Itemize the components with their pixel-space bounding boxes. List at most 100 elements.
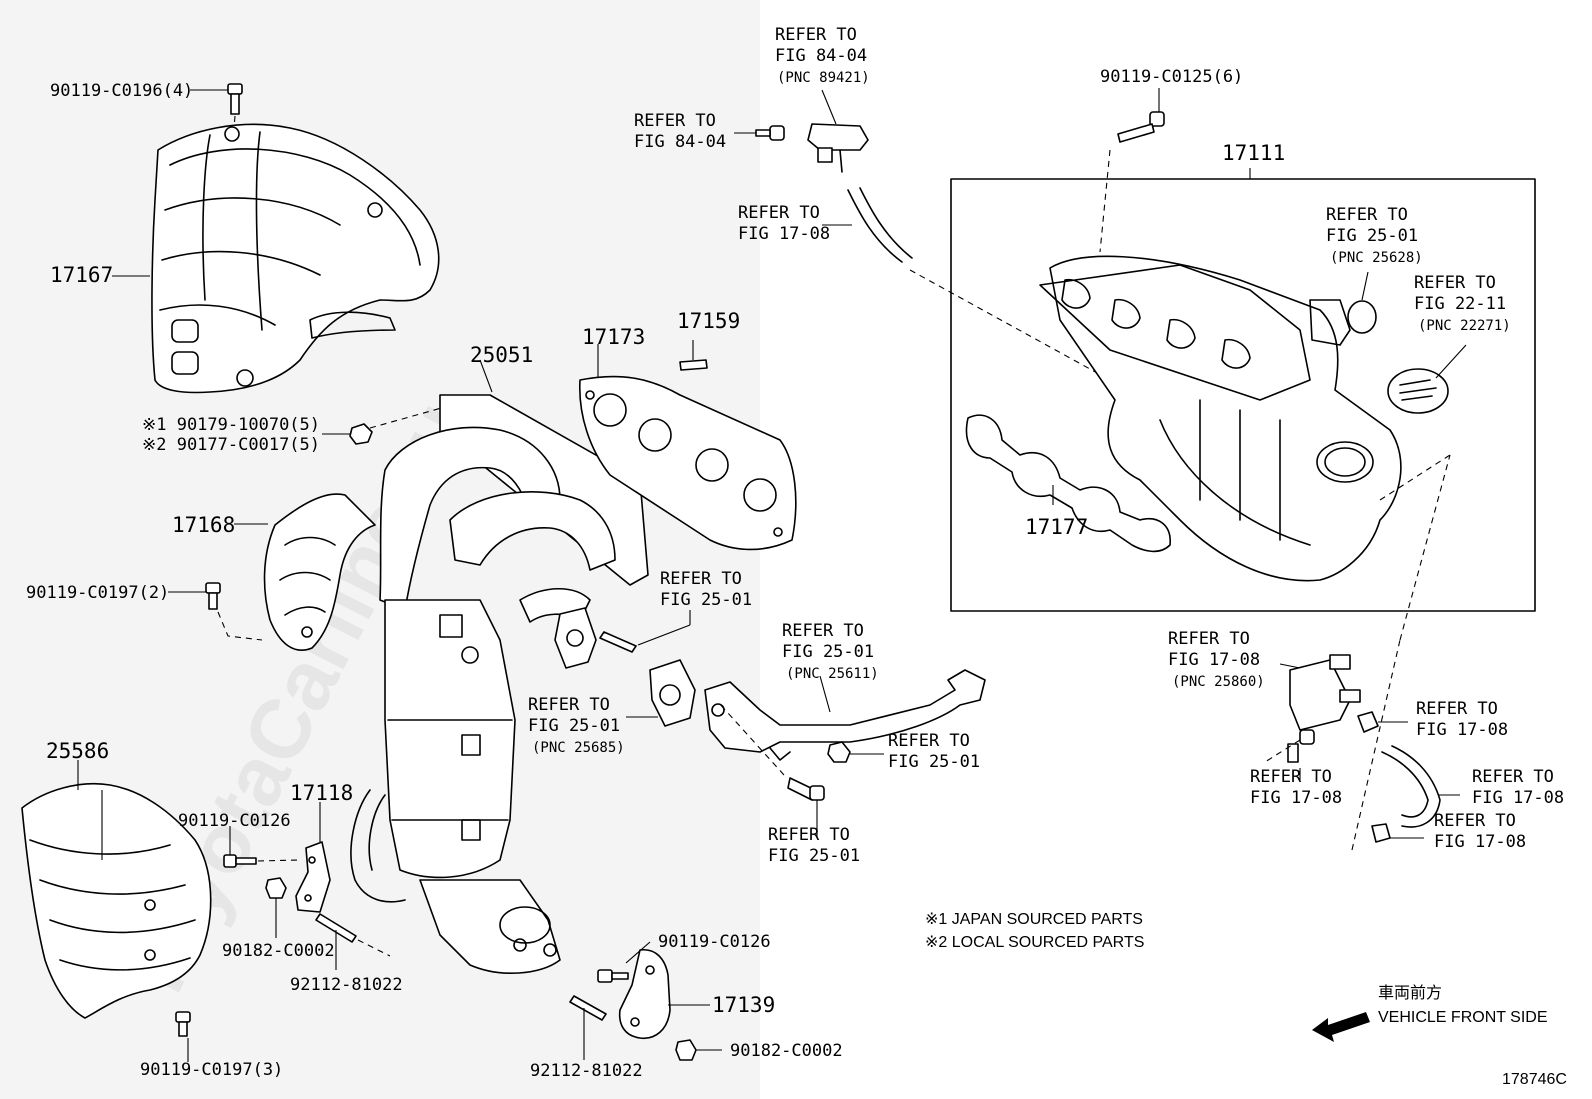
label-25586: 25586 [46, 739, 109, 763]
stud-ref-25-01[interactable] [599, 610, 691, 653]
label-90119-C0196: 90119-C0196(4) [50, 81, 193, 101]
nut-90179-10070[interactable] [322, 399, 471, 445]
ref-17-08-a-line2: FIG 17-08 [1416, 720, 1508, 740]
nut-90182-C0002-a[interactable] [265, 877, 287, 938]
note-local-sourced: ※2 LOCAL SOURCED PARTS [925, 934, 1144, 951]
ref-17-08-d-line1: REFER TO [1434, 811, 1516, 831]
ref-17-08-vsv-line1: REFER TO [1168, 629, 1250, 649]
intake-manifold-17111[interactable] [950, 168, 1536, 612]
bolt-90119-C0126-a[interactable] [223, 826, 301, 868]
vehicle-front-arrow [1312, 1012, 1370, 1042]
hose-ref-17-08-b[interactable] [1381, 745, 1460, 828]
clip-ref-17-08-a[interactable] [1357, 711, 1408, 733]
o-ring-ref-25-01[interactable] [1347, 271, 1377, 334]
exhaust-manifold-converter-25051[interactable] [350, 359, 649, 974]
ref-17-08-hose-line2: FIG 17-08 [738, 224, 830, 244]
ref-17-08-vsv-pnc: (PNC 25860) [1172, 674, 1265, 690]
label-92112-81022-a: 92112-81022 [290, 975, 403, 995]
nut-ref-25-01[interactable] [827, 741, 884, 763]
ref-25-01-bolt-line1: REFER TO [768, 825, 850, 845]
bolt-ref-84-04[interactable] [734, 125, 785, 141]
label-17139: 17139 [712, 993, 775, 1017]
bolt-90119-C0197-2[interactable] [168, 582, 263, 641]
label-17177: 17177 [1025, 515, 1088, 539]
bolt-90119-C0125[interactable] [1099, 88, 1165, 253]
gasket-ref-25-01[interactable] [626, 659, 696, 727]
ref-25-01-stud-line2: FIG 25-01 [660, 590, 752, 610]
label-17111: 17111 [1222, 141, 1285, 165]
direction-en: VEHICLE FRONT SIDE [1378, 1009, 1548, 1026]
bolt-90119-C0196[interactable] [190, 83, 243, 129]
direction-jp: 車両前方 [1378, 984, 1442, 1002]
ref-17-08-a-line1: REFER TO [1416, 699, 1498, 719]
vsv-ref-17-08[interactable] [1279, 454, 1451, 731]
ref-17-08-c-line1: REFER TO [1472, 767, 1554, 787]
label-90119-C0126-b: 90119-C0126 [658, 932, 771, 952]
ref-25-01-nut-line2: FIG 25-01 [888, 752, 980, 772]
label-90119-C0197-3: 90119-C0197(3) [140, 1060, 283, 1080]
ref-22-11-line1: REFER TO [1414, 273, 1496, 293]
ref-22-11-line2: FIG 22-11 [1414, 294, 1506, 314]
heat-insulator-17168[interactable] [234, 493, 376, 651]
ref-25-01-bolt-line2: FIG 25-01 [768, 846, 860, 866]
hose-ref-17-08[interactable] [822, 187, 1111, 381]
ref-17-08-b-line1: REFER TO [1250, 767, 1332, 787]
label-17159: 17159 [677, 309, 740, 333]
right-panel [760, 0, 1592, 1099]
ref-84-04-top-pnc: (PNC 89421) [777, 70, 870, 86]
ref-25-01-gasket-line2: FIG 25-01 [528, 716, 620, 736]
bolt-ref-25-01[interactable] [717, 701, 825, 838]
ref-17-08-c-line2: FIG 17-08 [1472, 788, 1564, 808]
bolt-90119-C0197-3[interactable] [175, 1011, 191, 1062]
ref-84-04-top-line2: FIG 84-04 [775, 46, 867, 66]
bracket-17118[interactable] [295, 802, 331, 913]
gasket-17177[interactable] [965, 414, 1171, 553]
ref-25-01-gasket-line1: REFER TO [528, 695, 610, 715]
ref-25-01-gasket-pnc: (PNC 25685) [532, 740, 625, 756]
label-90182-C0002-b: 90182-C0002 [730, 1041, 843, 1061]
stud-92112-81022-b[interactable] [569, 995, 607, 1060]
ref-25-01-stud-line1: REFER TO [660, 569, 742, 589]
label-17167: 17167 [50, 263, 113, 287]
exhaust-pipe-ref-25-01[interactable] [704, 669, 986, 761]
label-90119-C0125: 90119-C0125(6) [1100, 67, 1243, 87]
bolt-90119-C0126-b[interactable] [597, 941, 651, 983]
heat-insulator-17167[interactable] [151, 123, 440, 394]
ref-84-04-left-line2: FIG 84-04 [634, 132, 726, 152]
ref-17-08-vsv-line2: FIG 17-08 [1168, 650, 1260, 670]
ref-25-01-ring-line2: FIG 25-01 [1326, 226, 1418, 246]
diagram-code: 178746C [1502, 1071, 1567, 1088]
label-25051: 25051 [470, 343, 533, 367]
sensor-ref-84-04[interactable] [807, 89, 869, 173]
label-92112-81022-b: 92112-81022 [530, 1061, 643, 1081]
ref-22-11-pnc: (PNC 22271) [1418, 318, 1511, 334]
ref-84-04-top-line1: REFER TO [775, 25, 857, 45]
label-90119-C0126-a: 90119-C0126 [178, 811, 291, 831]
ref-25-01-ring-line1: REFER TO [1326, 205, 1408, 225]
flange-pipe-left[interactable] [554, 607, 597, 669]
stud-92112-81022-a[interactable] [315, 913, 391, 970]
ref-25-01-pipe-line2: FIG 25-01 [782, 642, 874, 662]
heat-insulator-25586[interactable] [21, 760, 212, 1019]
clip-ref-17-08-c[interactable] [1351, 639, 1424, 851]
ref-84-04-left-line1: REFER TO [634, 111, 716, 131]
ref-17-08-b-line2: FIG 17-08 [1250, 788, 1342, 808]
gasket-17173[interactable] [578, 344, 797, 551]
bracket-17139[interactable] [618, 949, 710, 1039]
nut-90182-C0002-b[interactable] [675, 1039, 722, 1061]
stud-17159[interactable] [679, 340, 708, 371]
label-17173: 17173 [582, 325, 645, 349]
label-17168: 17168 [172, 513, 235, 537]
ref-25-01-nut-line1: REFER TO [888, 731, 970, 751]
ref-17-08-d-line2: FIG 17-08 [1434, 832, 1526, 852]
label-90177-C0017: ※2 90177-C0017(5) [142, 435, 320, 455]
label-90179-10070: ※1 90179-10070(5) [142, 415, 320, 435]
label-90182-C0002-a: 90182-C0002 [222, 941, 335, 961]
bolt-ref-17-08[interactable] [1264, 729, 1315, 780]
ref-25-01-pipe-pnc: (PNC 25611) [786, 666, 879, 682]
gasket-ref-22-11[interactable] [1387, 344, 1467, 414]
ref-17-08-hose-line1: REFER TO [738, 203, 820, 223]
label-90119-C0197-2: 90119-C0197(2) [26, 583, 169, 603]
